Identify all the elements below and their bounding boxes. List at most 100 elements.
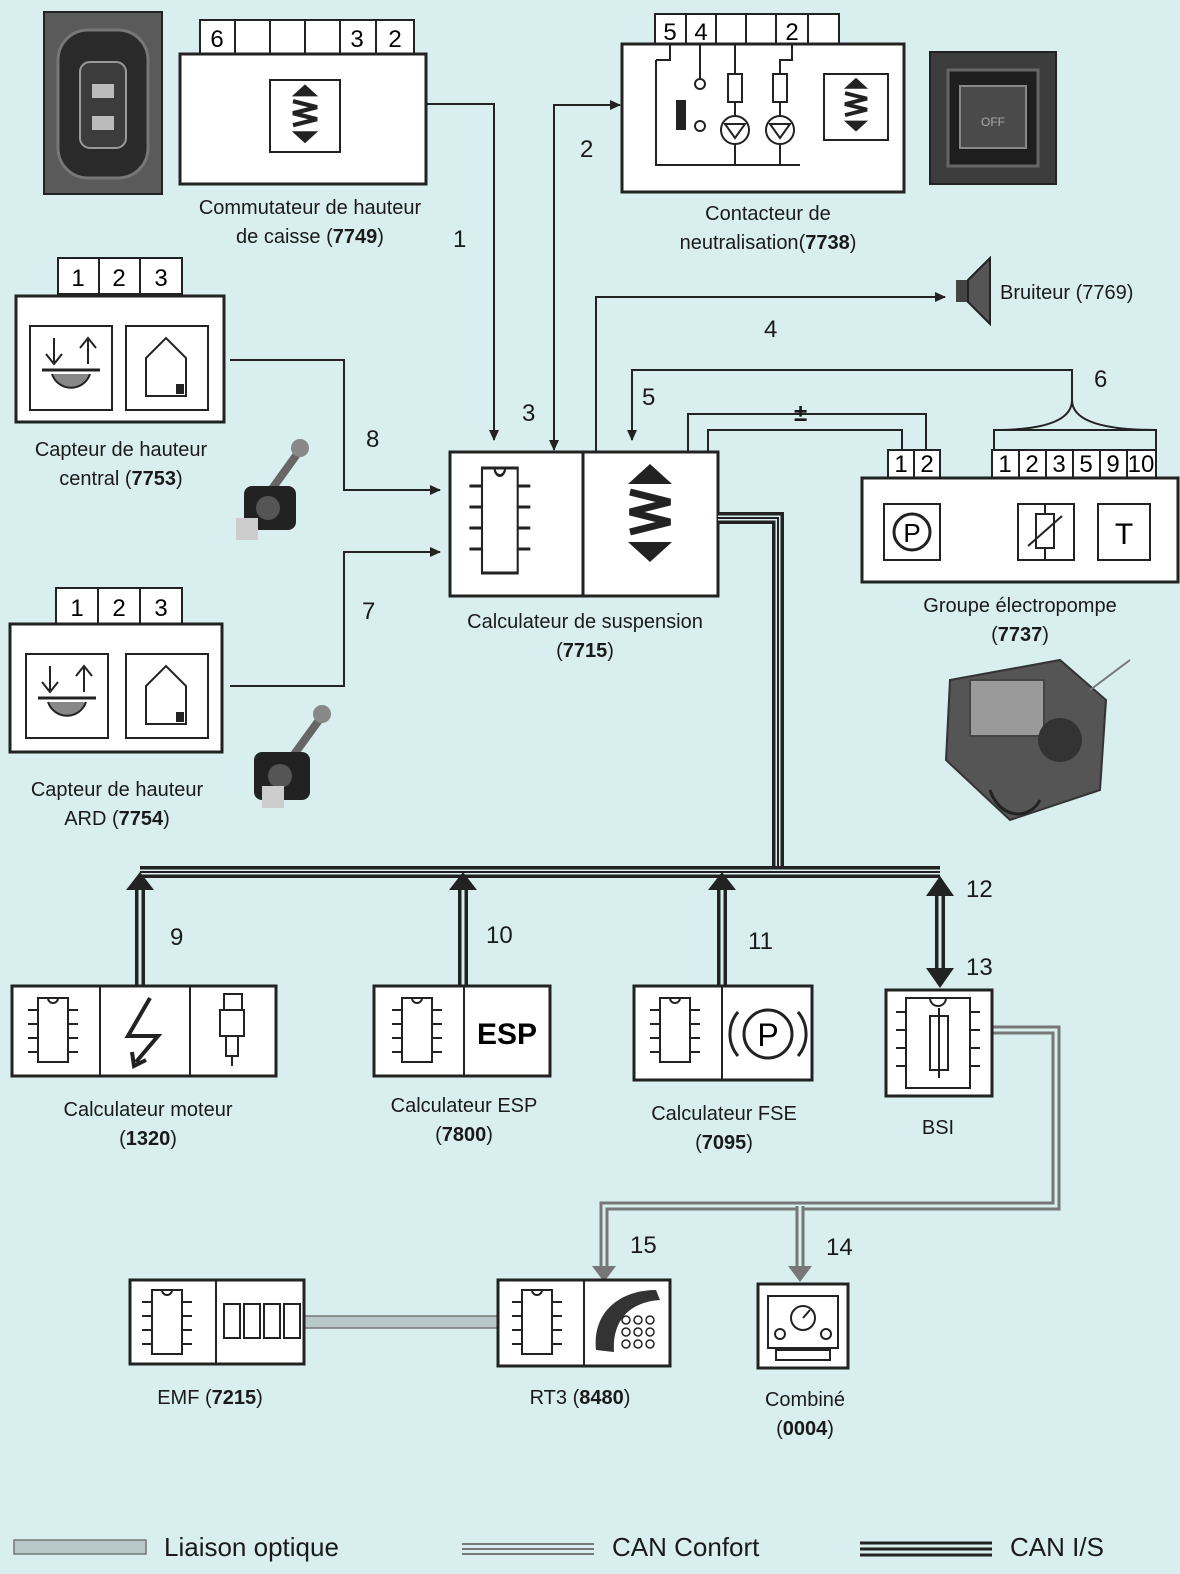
combine-box	[758, 1284, 848, 1368]
pump-photo	[946, 660, 1130, 820]
contacteur-pin-2: 4	[694, 19, 707, 46]
calculateur-fse-name: Calculateur FSE	[612, 1100, 836, 1129]
capteur-central-box: 1 2 3	[16, 258, 224, 422]
pump-pin-b2: 2	[1025, 451, 1038, 478]
can-is-arrows	[126, 872, 954, 988]
calculateur-suspension-label: Calculateur de suspension (7715)	[424, 608, 746, 666]
capteur-central-name2: central	[59, 468, 119, 490]
calculateur-suspension-box	[450, 452, 718, 596]
svg-text:OFF: OFF	[981, 115, 1005, 129]
contacteur-name2: neutralisation	[680, 232, 799, 254]
groupe-electropompe-label: Groupe électropompe (7737)	[878, 592, 1162, 650]
speaker-icon	[956, 258, 990, 324]
pump-pin-b5: 9	[1106, 451, 1119, 478]
calculateur-moteur-name: Calculateur moteur	[30, 1096, 266, 1125]
capteur-central-pin-1: 1	[71, 265, 84, 292]
commutateur-code: 7749	[333, 226, 378, 248]
link-number-15: 15	[630, 1232, 657, 1260]
legend-can-is-swatch	[860, 1543, 992, 1555]
bruiteur-label: Bruiteur (7769)	[1000, 279, 1180, 308]
capteur-ard-pin-1: 1	[70, 595, 83, 622]
height-switch-photo	[44, 12, 162, 194]
combine-label: Combiné (0004)	[740, 1386, 870, 1444]
emf-box	[130, 1280, 304, 1364]
legend-optique-label: Liaison optique	[164, 1532, 339, 1563]
contacteur-pin-1: 5	[663, 19, 676, 46]
vehicle-profile-icon	[126, 326, 208, 410]
calculateur-fse-label: Calculateur FSE (7095)	[612, 1100, 836, 1158]
gauge-icon	[768, 1296, 838, 1360]
legend-can-confort-swatch	[462, 1544, 594, 1554]
bruiteur-name: Bruiteur	[1000, 282, 1070, 304]
height-sensor-icon	[26, 654, 108, 738]
contacteur-box: 5 4 2	[622, 14, 904, 192]
neutralisation-switch-photo: OFF	[930, 52, 1056, 184]
calculateur-esp-box: ESP	[374, 986, 550, 1076]
calculateur-moteur-code: 1320	[126, 1128, 171, 1150]
link-number-12: 12	[966, 876, 993, 904]
vehicle-profile-icon	[126, 654, 208, 738]
pump-pin-b6: 10	[1128, 451, 1155, 478]
thermistor-icon	[1018, 504, 1074, 560]
commutateur-pin-6: 2	[388, 26, 401, 53]
esp-icon-text: ESP	[477, 1018, 537, 1051]
link-number-1: 1	[453, 226, 466, 254]
rt3-code: 8480	[579, 1387, 624, 1409]
legend-can-is-label: CAN I/S	[1010, 1532, 1104, 1563]
pump-pin-a1: 1	[894, 451, 907, 478]
calculateur-esp-code: 7800	[442, 1124, 487, 1146]
capteur-ard-pin-2: 2	[112, 595, 125, 622]
pump-pin-a2: 2	[920, 451, 933, 478]
commutateur-box: 6 3 2	[180, 20, 426, 184]
combine-code: 0004	[783, 1418, 828, 1440]
link-number-2: 2	[580, 136, 593, 164]
temperature-letter: T	[1115, 518, 1133, 551]
link-number-5: 5	[642, 384, 655, 412]
motor-p-icon: P	[884, 504, 940, 560]
link-number-8: 8	[366, 426, 379, 454]
capteur-ard-label: Capteur de hauteur ARD (7754)	[2, 776, 232, 834]
link-number-13: 13	[966, 954, 993, 982]
calculateur-suspension-code: 7715	[563, 640, 608, 662]
calculateur-suspension-name: Calculateur de suspension	[424, 608, 746, 637]
pump-pin-b3: 3	[1052, 451, 1065, 478]
calculateur-esp-label: Calculateur ESP (7800)	[352, 1092, 576, 1150]
height-sensor-icon	[30, 326, 112, 410]
commutateur-pin-5: 3	[350, 26, 363, 53]
motor-p-letter: P	[903, 518, 920, 548]
legend-can-confort-label: CAN Confort	[612, 1532, 759, 1563]
capteur-central-pin-3: 3	[154, 265, 167, 292]
bruiteur-code: 7769	[1082, 282, 1127, 304]
link-number-6: 6	[1094, 366, 1107, 394]
capteur-ard-pin-3: 3	[154, 595, 167, 622]
bsi-box	[886, 990, 992, 1096]
groupe-electropompe-name: Groupe électropompe	[878, 592, 1162, 621]
link-number-10: 10	[486, 922, 513, 950]
commutateur-name: Commutateur de hauteur	[176, 194, 444, 223]
groupe-electropompe-code: 7737	[998, 624, 1043, 646]
link-number-7: 7	[362, 598, 375, 626]
capteur-ard-name: Capteur de hauteur	[2, 776, 232, 805]
contacteur-pin-5: 2	[785, 19, 798, 46]
emf-code: 7215	[212, 1387, 257, 1409]
capteur-ard-box: 1 2 3	[10, 588, 222, 752]
temperature-sensor-icon: T	[1098, 504, 1150, 560]
capteur-ard-name2: ARD	[64, 808, 106, 830]
capteur-central-name: Capteur de hauteur	[6, 436, 236, 465]
pump-pin-b4: 5	[1079, 451, 1092, 478]
link-number-14: 14	[826, 1234, 853, 1262]
rt3-box	[498, 1280, 670, 1366]
legend-optique-swatch	[14, 1540, 146, 1554]
legend-swatches	[14, 1540, 992, 1555]
optical-link	[304, 1316, 498, 1328]
contacteur-name: Contacteur de	[640, 200, 896, 229]
height-sensor-photo-ard	[254, 705, 331, 808]
capteur-central-label: Capteur de hauteur central (7753)	[6, 436, 236, 494]
calculateur-moteur-label: Calculateur moteur (1320)	[30, 1096, 266, 1154]
calculateur-esp-name: Calculateur ESP	[352, 1092, 576, 1121]
link-number-3: 3	[522, 400, 535, 428]
groupe-electropompe-box: 1 2 1 2 3 5 9 10 P T	[862, 450, 1178, 582]
capteur-central-code: 7753	[132, 468, 177, 490]
calculateur-fse-box: P	[634, 986, 812, 1080]
emf-name: EMF	[157, 1387, 199, 1409]
